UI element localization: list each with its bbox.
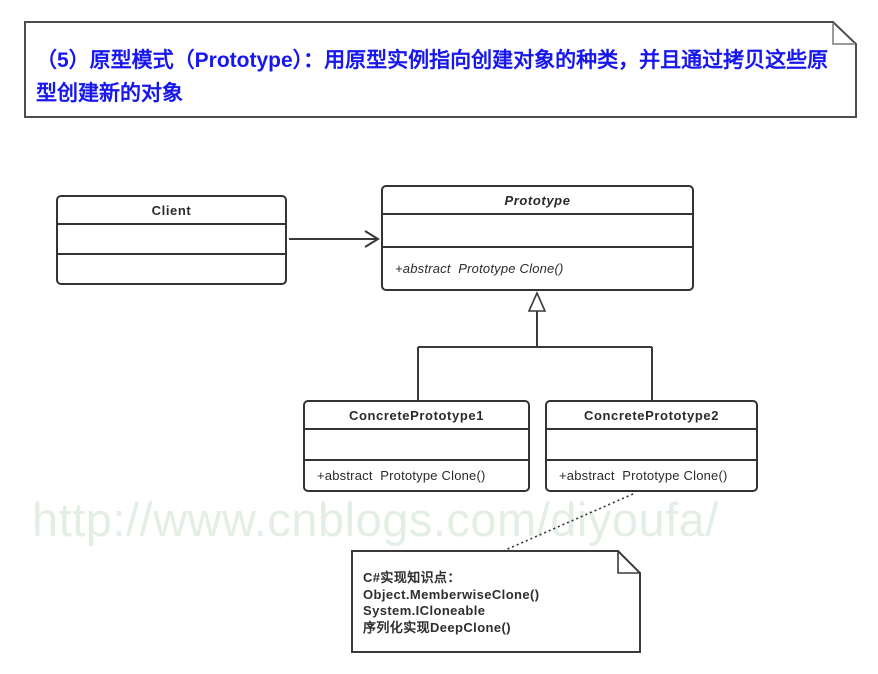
hollow-triangle-icon bbox=[527, 291, 547, 312]
inheritance-connector bbox=[417, 291, 653, 400]
class-attrs-concrete-prototype2 bbox=[547, 430, 756, 461]
title-note-fold-icon bbox=[832, 23, 855, 45]
pattern-title-text: （5）原型模式（Prototype）：用原型实例指向创建对象的种类，并且通过拷贝… bbox=[36, 49, 829, 105]
class-box-client: Client bbox=[56, 195, 287, 285]
class-attrs-client bbox=[58, 225, 285, 255]
csharp-note-outline bbox=[351, 550, 641, 653]
class-attrs-prototype bbox=[383, 215, 692, 248]
title-note-outline bbox=[24, 21, 857, 118]
note-line-deepclone: 序列化实现DeepClone() bbox=[363, 619, 511, 635]
watermark-url: http://www.cnblogs.com/diyoufa/ bbox=[32, 493, 719, 546]
class-name-client: Client bbox=[58, 197, 285, 225]
csharp-note-text: C#实现知识点： Object.MemberwiseClone() System… bbox=[363, 570, 539, 636]
class-methods-client bbox=[58, 255, 285, 283]
association-arrow bbox=[289, 230, 380, 248]
csharp-note-fold-icon bbox=[617, 552, 639, 574]
class-name-concrete-prototype2: ConcretePrototype2 bbox=[547, 402, 756, 430]
class-attrs-concrete-prototype1 bbox=[305, 430, 528, 461]
open-arrowhead-icon bbox=[364, 230, 380, 248]
csharp-note-shape bbox=[351, 550, 641, 653]
note-line-heading: C#实现知识点： bbox=[363, 570, 461, 585]
class-method-concrete-prototype1: +abstract Prototype Clone() bbox=[317, 468, 486, 483]
class-box-concrete-prototype1: ConcretePrototype1 +abstract Prototype C… bbox=[303, 400, 530, 492]
class-method-concrete-prototype2: +abstract Prototype Clone() bbox=[559, 468, 728, 483]
class-name-prototype: Prototype bbox=[383, 187, 692, 215]
class-box-concrete-prototype2: ConcretePrototype2 +abstract Prototype C… bbox=[545, 400, 758, 492]
note-anchor-dotted-line bbox=[502, 493, 634, 552]
note-line-memberwiseclone: Object.MemberwiseClone() bbox=[363, 586, 540, 602]
class-box-prototype: Prototype +abstract Prototype Clone() bbox=[381, 185, 694, 291]
class-name-concrete-prototype1: ConcretePrototype1 bbox=[305, 402, 528, 430]
title-note-shape bbox=[24, 21, 857, 118]
class-method-prototype: +abstract Prototype Clone() bbox=[395, 261, 564, 276]
note-line-icloneable: System.ICloneable bbox=[363, 603, 486, 618]
